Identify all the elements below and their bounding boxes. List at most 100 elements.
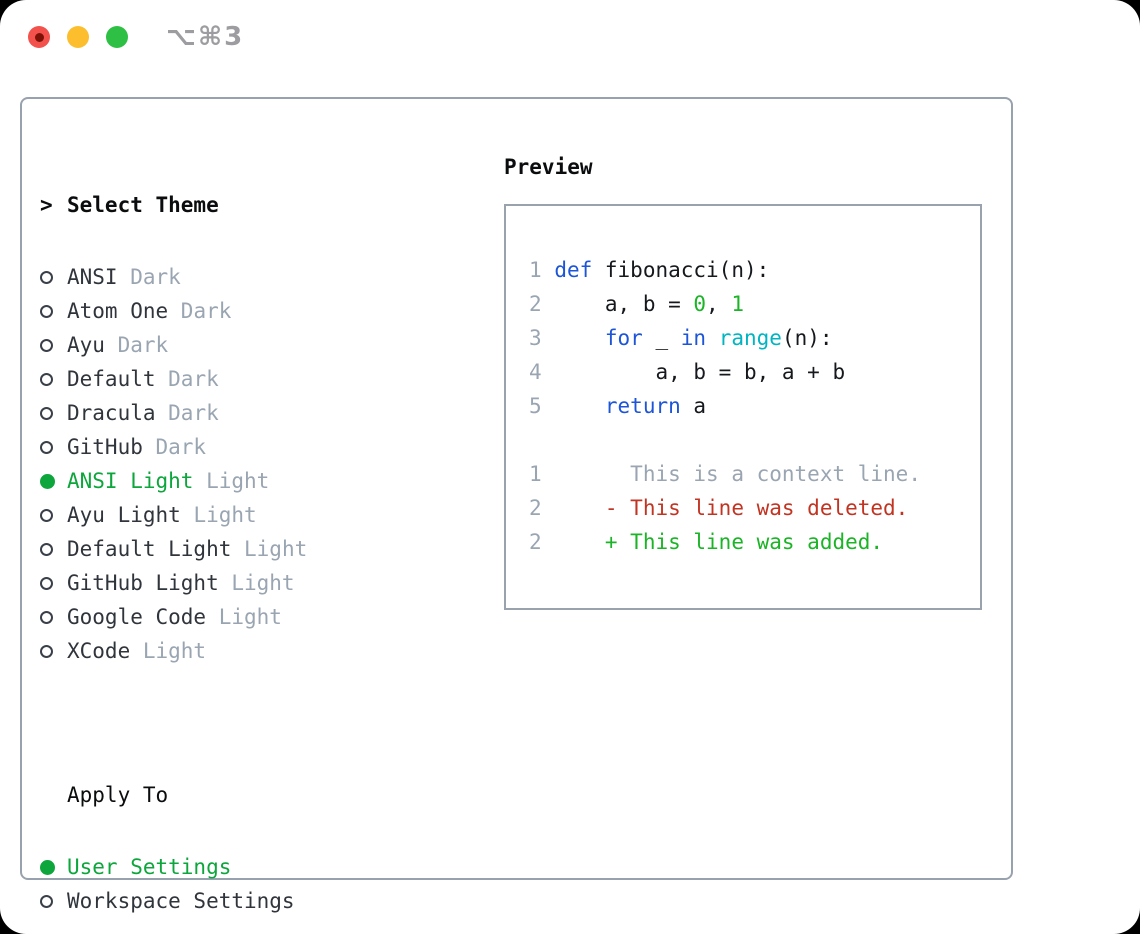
theme-variant-badge: Dark [117, 265, 181, 289]
theme-variant-badge: Light [193, 469, 270, 493]
theme-option-ansi[interactable]: ANSI Dark [40, 260, 438, 294]
minimize-button-icon[interactable] [67, 26, 89, 48]
radio-selected-icon [40, 859, 67, 875]
code-line: 1 This is a context line. [529, 457, 980, 491]
tab-shortcut-label: ⌥⌘3 [166, 22, 245, 52]
code-token: This is a context line. [554, 462, 921, 486]
close-button-icon[interactable] [28, 26, 50, 48]
theme-name: GitHub Light [67, 571, 219, 595]
theme-name: Google Code [67, 605, 207, 629]
theme-variant-badge: Dark [155, 367, 219, 391]
theme-option-github[interactable]: GitHub Dark [40, 430, 438, 464]
code-line: 2 + This line was added. [529, 525, 980, 559]
line-number: 4 [529, 360, 542, 384]
code-line [529, 423, 980, 457]
code-token: return [604, 394, 681, 418]
code-token: in [680, 326, 707, 350]
code-token: (n): [781, 326, 833, 350]
radio-icon [40, 270, 67, 284]
theme-name: Atom One [67, 299, 169, 323]
code-token: 0 [693, 292, 707, 316]
code-token: fibonacci(n): [592, 258, 770, 282]
theme-name: GitHub [67, 435, 143, 459]
theme-option-atom-one[interactable]: Atom One Dark [40, 294, 438, 328]
select-theme-header: > Select Theme [40, 188, 438, 222]
theme-variant-badge: Light [206, 605, 282, 629]
code-line: 4 a, b = b, a + b [529, 355, 980, 389]
theme-name: Ayu [67, 333, 105, 357]
theme-variant-badge: Light [180, 503, 257, 527]
theme-variant-badge: Dark [168, 299, 232, 323]
code-token: _ [642, 326, 681, 350]
theme-name: Dracula [67, 401, 156, 425]
code-line: 2 - This line was deleted. [529, 491, 980, 525]
radio-icon [40, 440, 67, 454]
theme-name: ANSI Light [67, 469, 194, 493]
radio-icon [40, 338, 67, 352]
code-token: , [706, 292, 732, 316]
theme-variant-badge: Dark [104, 333, 169, 357]
window-controls [28, 26, 128, 48]
code-token [706, 326, 719, 350]
close-button-dot-icon [34, 32, 44, 42]
radio-selected-icon [40, 473, 67, 489]
radio-icon [40, 406, 67, 420]
apply-option-label: Workspace Settings [67, 889, 295, 913]
line-number: 2 [529, 530, 542, 554]
preview-column: Preview 1 def fibonacci(n):2 a, b = 0, 1… [504, 150, 982, 610]
theme-option-ansi-light[interactable]: ANSI Light Light [40, 464, 438, 498]
focus-caret-icon: > [40, 193, 53, 217]
theme-variant-badge: Dark [142, 435, 207, 459]
theme-name: ANSI [67, 265, 118, 289]
apply-option-workspace-settings[interactable]: Workspace Settings [40, 884, 438, 918]
theme-variant-badge: Light [218, 571, 295, 595]
theme-option-google-code[interactable]: Google Code Light [40, 600, 438, 634]
line-number: 3 [529, 326, 542, 350]
code-line: 5 return a [529, 389, 980, 423]
apply-to-header: Apply To [40, 778, 438, 812]
code-token [554, 394, 605, 418]
theme-variant-badge: Light [231, 537, 308, 561]
radio-icon [40, 304, 67, 318]
code-token: 1 [731, 292, 744, 316]
theme-option-ayu-light[interactable]: Ayu Light Light [40, 498, 438, 532]
radio-icon [40, 576, 67, 590]
code-token: a, b = b, a + b [554, 360, 846, 384]
radio-icon [40, 508, 67, 522]
code-line: 3 for _ in range(n): [529, 321, 980, 355]
radio-icon [40, 610, 67, 624]
preview-title: Preview [504, 155, 593, 179]
line-number: 2 [529, 496, 542, 520]
theme-option-ayu[interactable]: Ayu Dark [40, 328, 438, 362]
line-number: 5 [529, 394, 542, 418]
code-token: for [604, 326, 643, 350]
theme-name: XCode [67, 639, 131, 663]
radio-icon [40, 372, 67, 386]
code-line: 1 def fibonacci(n): [529, 253, 980, 287]
radio-icon [40, 894, 67, 908]
theme-option-dracula[interactable]: Dracula Dark [40, 396, 438, 430]
radio-icon [40, 644, 67, 658]
theme-name: Default [67, 367, 156, 391]
theme-option-default-light[interactable]: Default Light Light [40, 532, 438, 566]
apply-option-user-settings[interactable]: User Settings [40, 850, 438, 884]
apply-to-title: Apply To [67, 783, 169, 807]
code-token: def [554, 258, 593, 282]
theme-variant-badge: Light [130, 639, 207, 663]
select-theme-title: Select Theme [67, 193, 219, 217]
code-token: a [680, 394, 707, 418]
apply-option-label: User Settings [67, 855, 232, 879]
theme-option-default[interactable]: Default Dark [40, 362, 438, 396]
code-token: - This line was deleted. [554, 496, 909, 520]
zoom-button-icon[interactable] [106, 26, 128, 48]
theme-option-xcode[interactable]: XCode Light [40, 634, 438, 668]
line-number: 2 [529, 292, 542, 316]
section-gap [40, 706, 438, 740]
theme-option-github-light[interactable]: GitHub Light Light [40, 566, 438, 600]
line-number: 1 [529, 258, 542, 282]
